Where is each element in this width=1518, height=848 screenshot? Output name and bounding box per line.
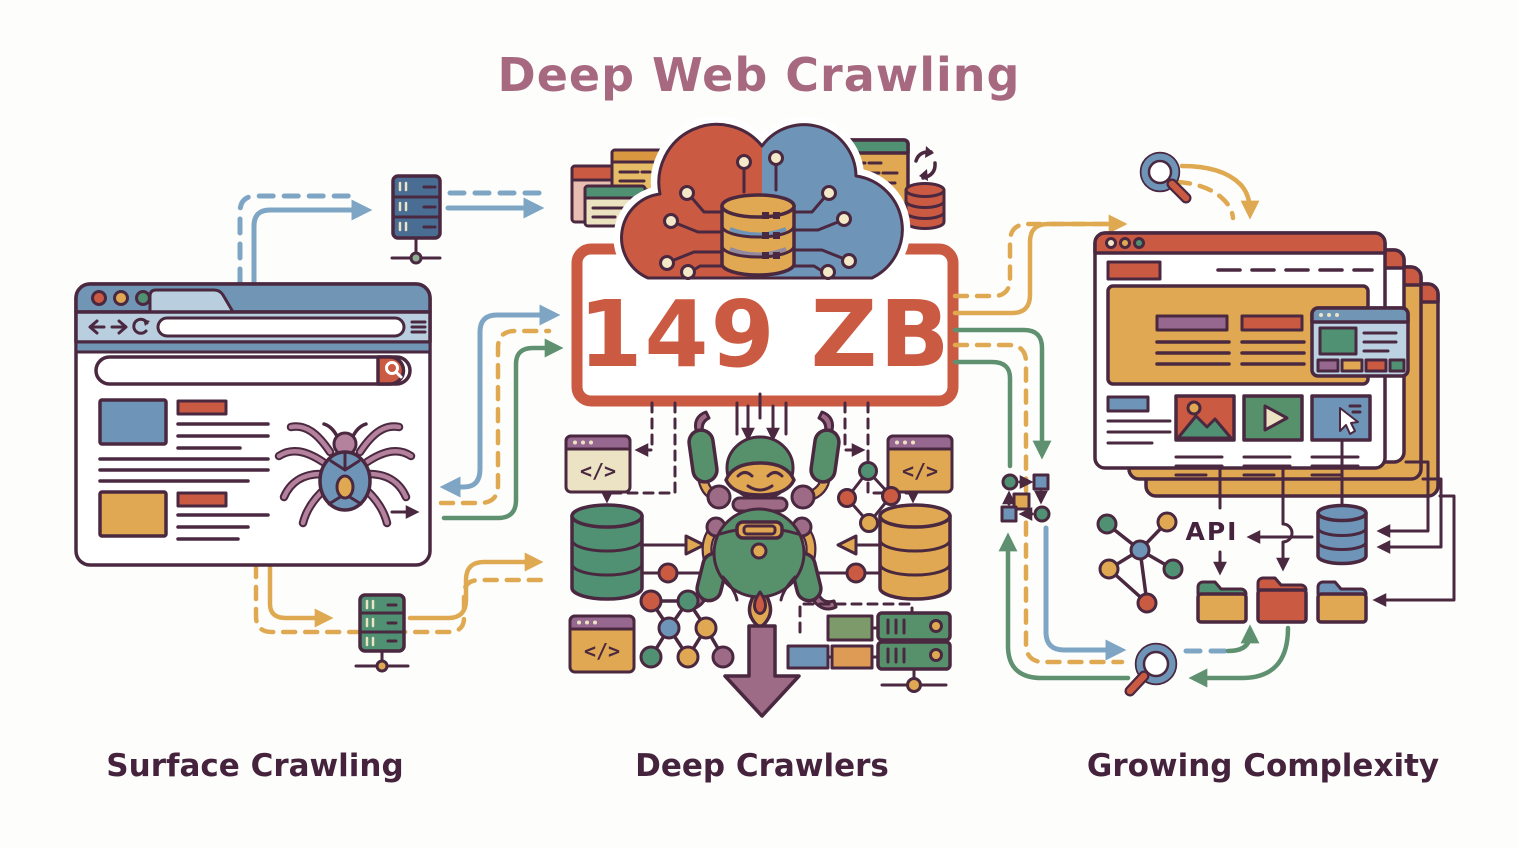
folder-icon [1316,580,1368,624]
folder-icon [1256,576,1308,624]
image-placeholder-blue [98,398,168,446]
network-graph-icon [639,589,735,669]
flow-bidirectional-bundle [438,304,564,521]
data-block-orange [830,644,874,670]
robot-face [724,461,796,497]
circuit-traces [659,150,857,280]
window-dot [1133,237,1145,249]
window-dot [1119,237,1131,249]
url-bar [156,316,406,338]
page-title: Deep Web Crawling [497,48,1021,102]
network-graph-icon-right [1096,511,1184,614]
data-block-blue [786,644,830,670]
svg-text:</>: </> [902,459,938,483]
popup-window-icon [1310,306,1410,378]
logo-block [1106,260,1162,281]
media-card-video [1242,394,1304,442]
search-bar [94,355,412,386]
code-window-icon: </> [568,614,636,674]
reload-icon [132,317,150,335]
server-rack-icon [786,602,952,693]
svg-text:</>: </> [580,459,616,483]
api-label: API [1185,517,1239,546]
refresh-loop-flows [1183,624,1291,688]
complex-connectors [1213,440,1456,607]
cursor-icon [1339,407,1359,435]
database-icon-red [904,182,946,230]
caption-surface-crawling: Surface Crawling [106,748,404,784]
code-window-icon: </> [886,434,954,494]
sync-arrows-icon [914,146,937,181]
flow-browser-to-green-server [253,552,548,635]
data-block-green [826,614,874,642]
image-placeholder-yellow [98,490,168,538]
flow-down-arrow [723,624,801,718]
window-dot [1105,237,1117,249]
media-card-image [1174,394,1236,442]
database-icon-yellow [878,503,952,601]
database-icon-green [570,503,644,601]
window-dot-yellow [113,290,129,306]
robot-crawler [680,410,841,629]
caption-deep-crawlers: Deep Crawlers [635,748,889,784]
spider-icon [274,422,416,528]
data-volume-value: 149 ZB [578,281,952,388]
heading-bar-purple [1155,314,1229,332]
claw-icon [812,593,838,611]
server-icon-blue [390,174,442,265]
caption-growing-complexity: Growing Complexity [1086,748,1440,784]
browser-window-surface [74,282,432,567]
window-dot-red [91,290,107,306]
window-dot-green [135,290,151,306]
search-icon [385,361,403,379]
server-icon-green [354,593,410,673]
folder-icon [1196,580,1248,624]
browser-window-complex [1093,231,1387,477]
sub-heading-blue [1106,395,1150,413]
menu-icon [410,320,427,334]
media-card-interactive [1310,394,1372,442]
svg-text:</>: </> [584,639,620,663]
back-icon [88,319,106,335]
database-icon-cloud [720,193,796,277]
magnifier-icon-top [1139,151,1192,204]
heading-bar-red [176,399,228,416]
forward-icon [110,319,128,335]
molecule-icon [837,461,901,533]
code-window-icon: </> [564,434,632,494]
database-icon-blue [1316,503,1368,566]
flow-box-to-complex [952,163,1260,316]
heading-bar-red [1240,314,1304,332]
magnifier-icon-bottom [1124,642,1178,697]
heading-bar-red [176,491,228,508]
data-exchange-icon [1000,473,1051,523]
flow-browser-to-server [237,190,547,286]
